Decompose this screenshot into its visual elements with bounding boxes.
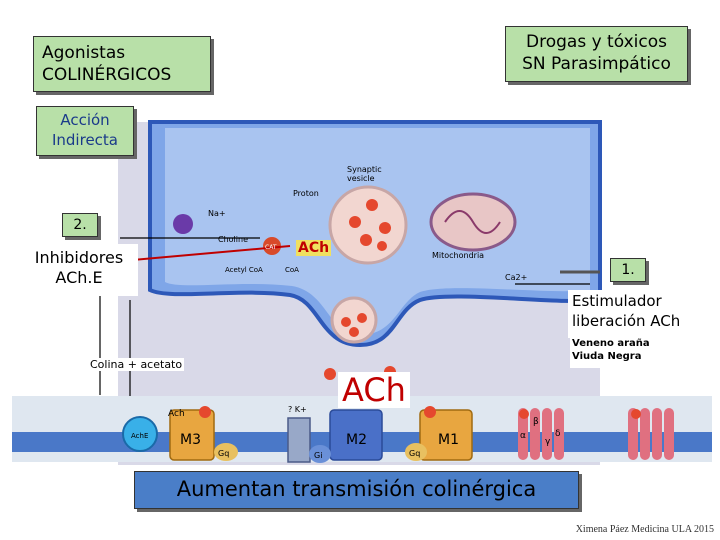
- bottom-banner-text: Aumentan transmisión colinérgica: [176, 477, 537, 501]
- stimulator-line1: Estimulador: [572, 292, 662, 310]
- inhibitors-line1: Inhibidores: [34, 248, 124, 267]
- synaptic-label-2: vesicle: [347, 174, 375, 183]
- vesicle-ach-dots: [349, 199, 391, 251]
- title-right-line1: Drogas y tóxicos: [526, 32, 667, 52]
- title-right-box: Drogas y tóxicos SN Parasimpático: [505, 26, 688, 82]
- stimulator-box: Estimulador liberación ACh: [568, 290, 708, 338]
- bottom-banner: Aumentan transmisión colinérgica: [134, 471, 579, 509]
- mitochondria-label: Mitochondria: [432, 251, 484, 260]
- ach-small-label: ACh: [296, 240, 332, 256]
- venom-line2: Viuda Negra: [572, 351, 642, 362]
- cleft-ach-1: [324, 368, 336, 380]
- nicotinic-receptor-2: [628, 408, 674, 460]
- ach-big-label: ACh: [338, 372, 410, 408]
- title-left-box: Agonistas COLINÉRGICOS: [33, 36, 211, 92]
- m3-receptor: [169, 406, 238, 461]
- cat-enzyme: [263, 237, 281, 255]
- k-label: ? K+: [288, 405, 307, 414]
- releasing-vesicle: [330, 296, 378, 344]
- m1-receptor: [405, 406, 473, 461]
- indirect-action-line2: Indirecta: [51, 131, 118, 149]
- ca-label: Ca2+: [505, 273, 527, 282]
- marker-1: 1.: [621, 262, 635, 278]
- indirect-action-line1: Acción: [60, 111, 110, 129]
- gamma-label: γ: [545, 437, 551, 447]
- title-left-line2: COLINÉRGICOS: [42, 65, 172, 85]
- m3-label: M3: [180, 432, 201, 448]
- ache-enzyme: [122, 416, 158, 452]
- marker-2: 2.: [73, 217, 87, 233]
- na-molecule: [173, 214, 193, 234]
- marker-1-box: 1.: [610, 258, 646, 282]
- gq-label-2: Gq: [409, 449, 420, 458]
- credit-text: Ximena Páez Medicina ULA 2015: [575, 524, 714, 535]
- stimulator-line2: liberación ACh: [572, 312, 681, 330]
- m2-receptor: [309, 409, 383, 463]
- synaptic-label-1: Synaptic: [347, 165, 382, 174]
- synaptic-vesicle: [328, 185, 408, 265]
- marker-2-box: 2.: [62, 213, 98, 237]
- venom-box: Veneno araña Viuda Negra: [570, 338, 670, 368]
- k-channel: [287, 417, 311, 463]
- title-right-line2: SN Parasimpático: [522, 54, 671, 74]
- inhibitor-arrow: [109, 245, 291, 263]
- choline-label: Choline: [218, 235, 248, 244]
- delta-label: δ: [555, 429, 561, 439]
- m1-label: M1: [438, 432, 459, 448]
- title-left-line1: Agonistas: [42, 43, 126, 63]
- beta-label: β: [533, 417, 539, 427]
- proton-label: Proton: [293, 189, 319, 198]
- coa-label: CoA: [285, 266, 299, 274]
- alpha-label: α: [520, 431, 526, 441]
- choline-acetate-label: Colina + acetato: [88, 358, 185, 371]
- indirect-action-box: Acción Indirecta: [36, 106, 134, 156]
- gi-label: Gi: [314, 451, 322, 460]
- na-label: Na+: [208, 209, 226, 218]
- nicotinic-receptor-1: [518, 408, 564, 460]
- inhibitors-box: Inhibidores ACh.E: [20, 244, 138, 296]
- venom-line1: Veneno araña: [572, 338, 650, 349]
- inhibitors-line2: ACh.E: [55, 268, 103, 287]
- ach-post-label: Ach: [168, 409, 185, 419]
- ache-label: AchE: [131, 432, 148, 440]
- cat-label: CAT: [265, 244, 277, 251]
- gq-label-1: Gq: [218, 449, 229, 458]
- m2-label: M2: [346, 432, 367, 448]
- acetyl-coa-label: Acetyl CoA: [225, 266, 263, 274]
